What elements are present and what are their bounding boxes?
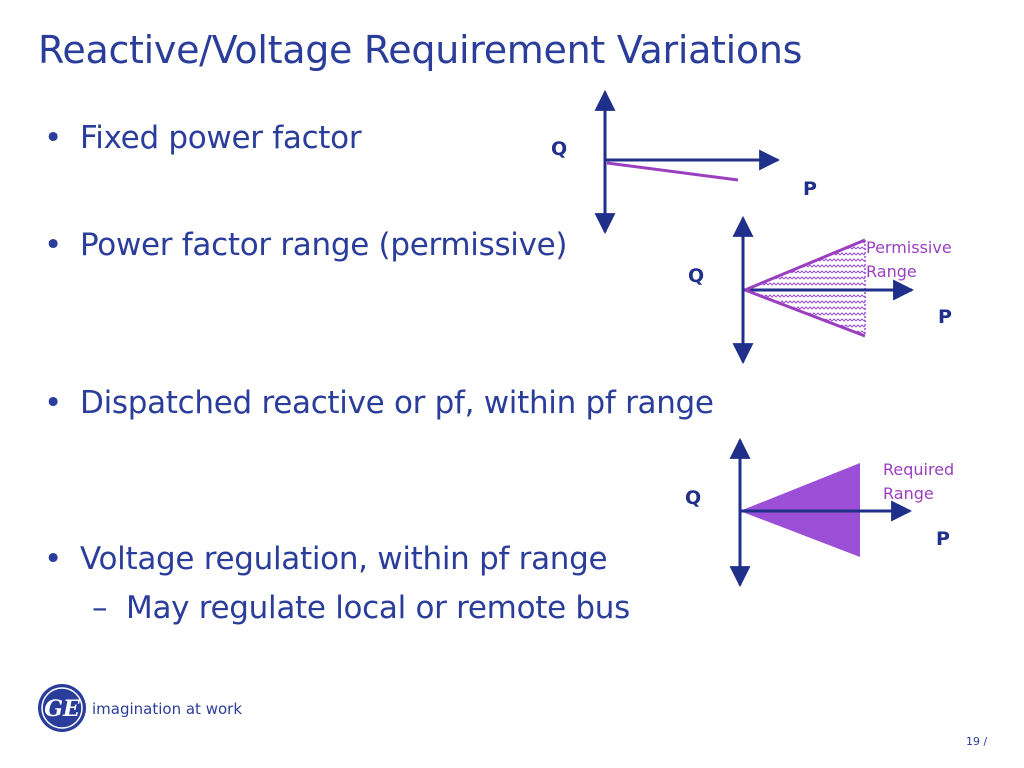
permissive-range-label-line1: Permissive [866, 238, 952, 257]
pf-limit-upper [744, 238, 866, 292]
required-range-label: Required Range [883, 458, 954, 506]
q-axis-label: Q [685, 487, 702, 509]
permissive-range-label: Permissive Range [866, 236, 952, 284]
bullet-text: Fixed power factor [80, 120, 362, 156]
sub-bullet-item: –May regulate local or remote bus [92, 590, 630, 626]
p-axis-label: P [803, 178, 817, 200]
permissive-region [745, 240, 865, 336]
bullet-text: Dispatched reactive or pf, within pf ran… [80, 385, 714, 421]
bullet-dot: • [44, 385, 62, 421]
q-axis-label: Q [551, 138, 568, 160]
pf-limit-lower [744, 288, 866, 338]
fixed-pf-diagram [594, 89, 781, 235]
bullet-item: • Dispatched reactive or pf, within pf ra… [44, 385, 714, 421]
bullet-text: Power factor range (permissive) [80, 227, 568, 263]
permissive-range-label-line2: Range [866, 262, 917, 281]
footer-tagline: imagination at work [92, 700, 242, 718]
bullet-dot: • [44, 120, 62, 156]
sub-bullet-text: May regulate local or remote bus [126, 590, 631, 626]
ge-monogram-icon: GE [38, 684, 86, 732]
page-number: 19 / [966, 735, 988, 748]
bullet-dot: • [44, 227, 62, 263]
q-axis-label: Q [688, 265, 705, 287]
bullet-item: • Voltage regulation, within pf range [44, 541, 608, 577]
slide-title: Reactive/Voltage Requirement Variations [38, 28, 803, 72]
p-axis-label: P [936, 528, 950, 550]
permissive-range-diagram [732, 215, 915, 365]
sub-bullet-dash: – [92, 590, 108, 626]
bullet-item: • Fixed power factor [44, 120, 362, 156]
p-axis-label: P [938, 306, 952, 328]
required-range-label-line1: Required [883, 460, 955, 479]
required-range-label-line2: Range [883, 484, 934, 503]
bullet-dot: • [44, 541, 62, 577]
fixed-pf-line [606, 161, 739, 182]
svg-text:GE: GE [44, 696, 81, 722]
bullet-text: Voltage regulation, within pf range [80, 541, 608, 577]
bullet-item: • Power factor range (permissive) [44, 227, 568, 263]
required-range-diagram [729, 437, 913, 588]
